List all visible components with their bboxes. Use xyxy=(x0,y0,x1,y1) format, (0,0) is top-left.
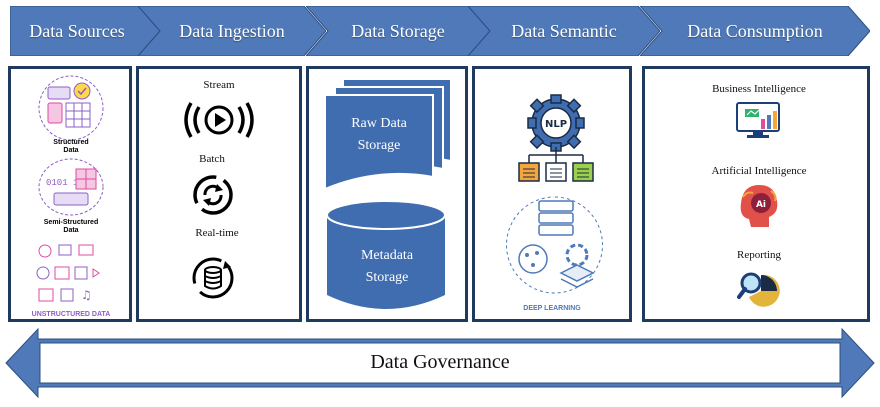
raw-storage-shape xyxy=(324,78,452,191)
unstructured-label: UNSTRUCTURED DATA xyxy=(31,311,111,318)
metadata-storage-label: Metadata Storage xyxy=(360,248,414,285)
stage-label: Data Consumption xyxy=(687,21,823,41)
ingestion-item-batch: Batch xyxy=(199,153,225,165)
raw-storage-label: Raw Data Storage xyxy=(351,116,407,153)
binary-text: 0101 1001 xyxy=(46,178,95,188)
panel-data-storage: Raw Data Storage Metadata Storage xyxy=(306,66,468,322)
panel-data-semantic: NLP DEEP LEARNING xyxy=(472,66,632,322)
business-intelligence-icon xyxy=(736,102,780,138)
batch-icon xyxy=(193,175,233,215)
metadata-storage-cylinder xyxy=(326,200,446,309)
stream-icon xyxy=(184,102,254,138)
ai-badge: Ai xyxy=(756,200,766,210)
reporting-icon xyxy=(737,272,780,307)
consumption-item-business-intelligence: Business Intelligence xyxy=(712,83,806,95)
consumption-item-artificial-intelligence: Artificial Intelligence xyxy=(711,165,807,177)
panel-data-sources: Structured Data 0101 1001 Semi-Structure… xyxy=(8,66,132,322)
stage-data-ingestion: Data Ingestion xyxy=(138,6,326,56)
stage-data-storage: Data Storage xyxy=(306,6,490,56)
panel-data-ingestion: Stream Batch Real-time xyxy=(136,66,302,322)
stage-label: Data Sources xyxy=(29,21,125,41)
unstructured-data-icon: ♫ xyxy=(36,244,100,302)
governance-double-arrow xyxy=(5,327,875,399)
stage-data-consumption: Data Consumption xyxy=(640,6,870,56)
ingestion-item-stream: Stream xyxy=(203,79,235,91)
structured-data-icon xyxy=(38,75,104,141)
structured-label: Structured Data xyxy=(53,139,89,154)
artificial-intelligence-icon: Ai xyxy=(740,185,778,227)
chevron-shape xyxy=(306,6,490,56)
deep-learning-label: DEEP LEARNING xyxy=(523,305,581,312)
stage-data-sources: Data Sources xyxy=(10,6,160,56)
stage-label: Data Ingestion xyxy=(179,21,285,41)
panel-data-consumption: Business Intelligence Artificial Intelli… xyxy=(642,66,870,322)
svg-text:♫: ♫ xyxy=(81,288,92,302)
consumption-item-reporting: Reporting xyxy=(737,249,781,261)
nlp-gear-icon: NLP xyxy=(518,94,594,182)
stage-label: Data Semantic xyxy=(511,21,617,41)
stage-data-semantic: Data Semantic xyxy=(468,6,660,56)
ingestion-item-real-time: Real-time xyxy=(195,227,239,239)
chevron-shape xyxy=(468,6,660,56)
governance-label: Data Governance xyxy=(370,350,510,373)
semi-structured-data-icon: 0101 1001 xyxy=(38,158,104,216)
stage-label: Data Storage xyxy=(351,21,445,41)
deep-learning-icon xyxy=(506,196,603,294)
semi-structured-label: Semi-Structured Data xyxy=(43,219,99,234)
real-time-icon xyxy=(192,257,234,299)
chevron-shape xyxy=(640,6,870,56)
chevron-shape xyxy=(138,6,326,56)
nlp-label: NLP xyxy=(545,119,567,130)
